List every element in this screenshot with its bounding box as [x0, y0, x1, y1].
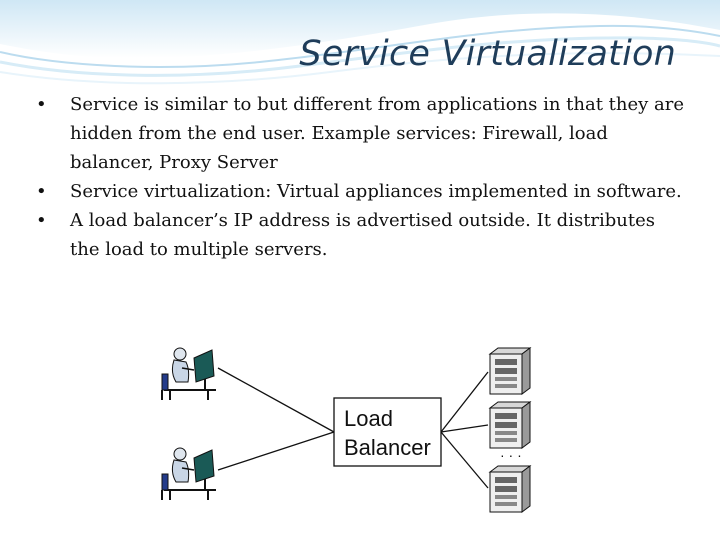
client-link-line [217, 367, 335, 433]
load-balancer-label-line1: Load [344, 406, 393, 431]
more-servers-ellipsis: · · · [500, 447, 522, 463]
bullet-item: • Service is similar to but different fr… [36, 90, 686, 177]
connector-lines [217, 367, 489, 489]
load-balancer-box [333, 397, 442, 467]
bullet-item: • Service virtualization: Virtual applia… [36, 177, 686, 206]
server-link-line [440, 424, 489, 433]
server-tower-icon [488, 347, 532, 395]
user-at-computer-icon [161, 347, 216, 400]
bullet-dot: • [36, 210, 47, 231]
server-tower-icon [488, 401, 532, 449]
server-link-line [440, 371, 489, 433]
bullet-text: Service virtualization: Virtual applianc… [70, 181, 682, 202]
bullet-dot: • [36, 94, 47, 115]
bullet-item: • A load balancer’s IP address is advert… [36, 206, 686, 264]
header-wave-decoration [0, 0, 720, 85]
bullet-text: Service is similar to but different from… [70, 94, 685, 173]
server-link-line [440, 431, 489, 489]
server-tower-icon [488, 465, 532, 513]
bullet-list: • Service is similar to but different fr… [36, 90, 686, 264]
bullet-dot: • [36, 181, 47, 202]
slide-title: Service Virtualization [299, 34, 676, 74]
bullet-text: A load balancer’s IP address is advertis… [70, 210, 656, 260]
client-link-line [217, 431, 335, 471]
load-balancer-label-line2: Balancer [344, 435, 431, 460]
user-at-computer-icon [161, 447, 216, 500]
